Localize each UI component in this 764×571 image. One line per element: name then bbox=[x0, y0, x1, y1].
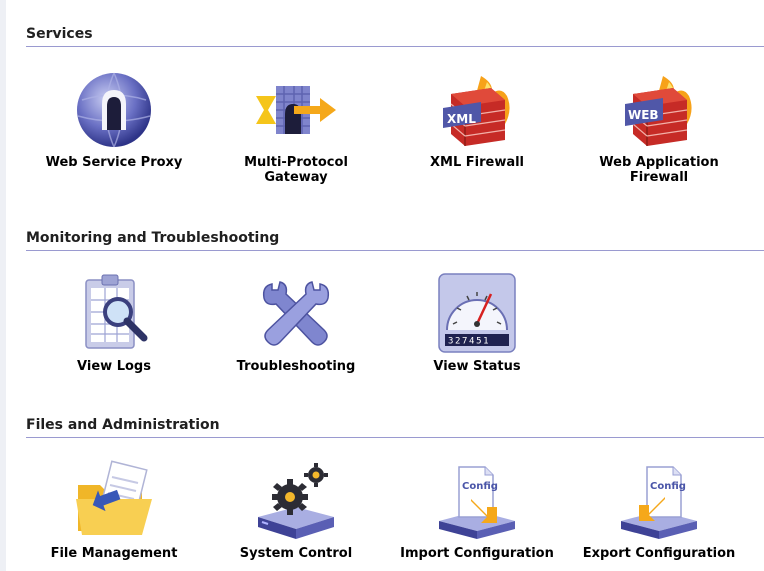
svg-text:Config: Config bbox=[462, 481, 498, 492]
gauge-icon: 327451 bbox=[438, 273, 516, 353]
system-control-button[interactable]: System Control bbox=[208, 459, 384, 561]
view-status-button[interactable]: 327451 View Status bbox=[389, 272, 565, 374]
tile-label: Import Configuration bbox=[400, 546, 554, 561]
web-application-firewall-button[interactable]: WEB Web Application Firewall bbox=[571, 68, 747, 185]
import-configuration-button[interactable]: Config Import Configuration bbox=[389, 459, 565, 561]
section-files-administration: Files and Administration bbox=[26, 417, 764, 438]
svg-text:XML: XML bbox=[447, 112, 476, 126]
xml-firewall-icon: XML bbox=[443, 76, 510, 146]
tile-label: View Status bbox=[433, 359, 521, 374]
tile-label: Export Configuration bbox=[582, 546, 736, 561]
folder-icon bbox=[76, 460, 152, 535]
config-import-icon: Config bbox=[439, 466, 515, 539]
tile-label: File Management bbox=[50, 546, 178, 561]
tile-label: Multi-Protocol Gateway bbox=[244, 155, 348, 185]
section-title: Monitoring and Troubleshooting bbox=[26, 230, 764, 251]
web-service-proxy-button[interactable]: Web Service Proxy bbox=[26, 68, 202, 170]
section-title: Files and Administration bbox=[26, 417, 764, 438]
gateway-arrow-icon bbox=[256, 86, 336, 134]
tile-label: System Control bbox=[239, 546, 353, 561]
config-export-icon: Config bbox=[621, 466, 697, 539]
tile-label: View Logs bbox=[77, 359, 151, 374]
section-services: Services bbox=[26, 26, 764, 47]
xml-firewall-button[interactable]: XML XML Firewall bbox=[389, 68, 565, 170]
svg-text:WEB: WEB bbox=[628, 108, 659, 122]
tile-label: XML Firewall bbox=[429, 155, 525, 170]
wrenches-icon bbox=[262, 281, 330, 346]
tile-label: Troubleshooting bbox=[236, 359, 356, 374]
tile-label: Web Application Firewall bbox=[599, 155, 719, 185]
section-monitoring: Monitoring and Troubleshooting bbox=[26, 230, 764, 251]
globe-gate-icon bbox=[77, 72, 151, 148]
section-title: Services bbox=[26, 26, 764, 47]
gears-icon bbox=[258, 463, 334, 539]
svg-text:Config: Config bbox=[650, 481, 686, 492]
left-border bbox=[0, 0, 6, 571]
file-management-button[interactable]: File Management bbox=[26, 459, 202, 561]
clipboard-magnifier-icon bbox=[85, 274, 148, 349]
tile-label: Web Service Proxy bbox=[45, 155, 183, 170]
multi-protocol-gateway-button[interactable]: Multi-Protocol Gateway bbox=[208, 68, 384, 185]
troubleshooting-button[interactable]: Troubleshooting bbox=[208, 272, 384, 374]
web-firewall-icon: WEB bbox=[625, 76, 692, 146]
view-logs-button[interactable]: View Logs bbox=[26, 272, 202, 374]
export-configuration-button[interactable]: Config Export Configuration bbox=[571, 459, 747, 561]
svg-text:327451: 327451 bbox=[448, 337, 490, 347]
